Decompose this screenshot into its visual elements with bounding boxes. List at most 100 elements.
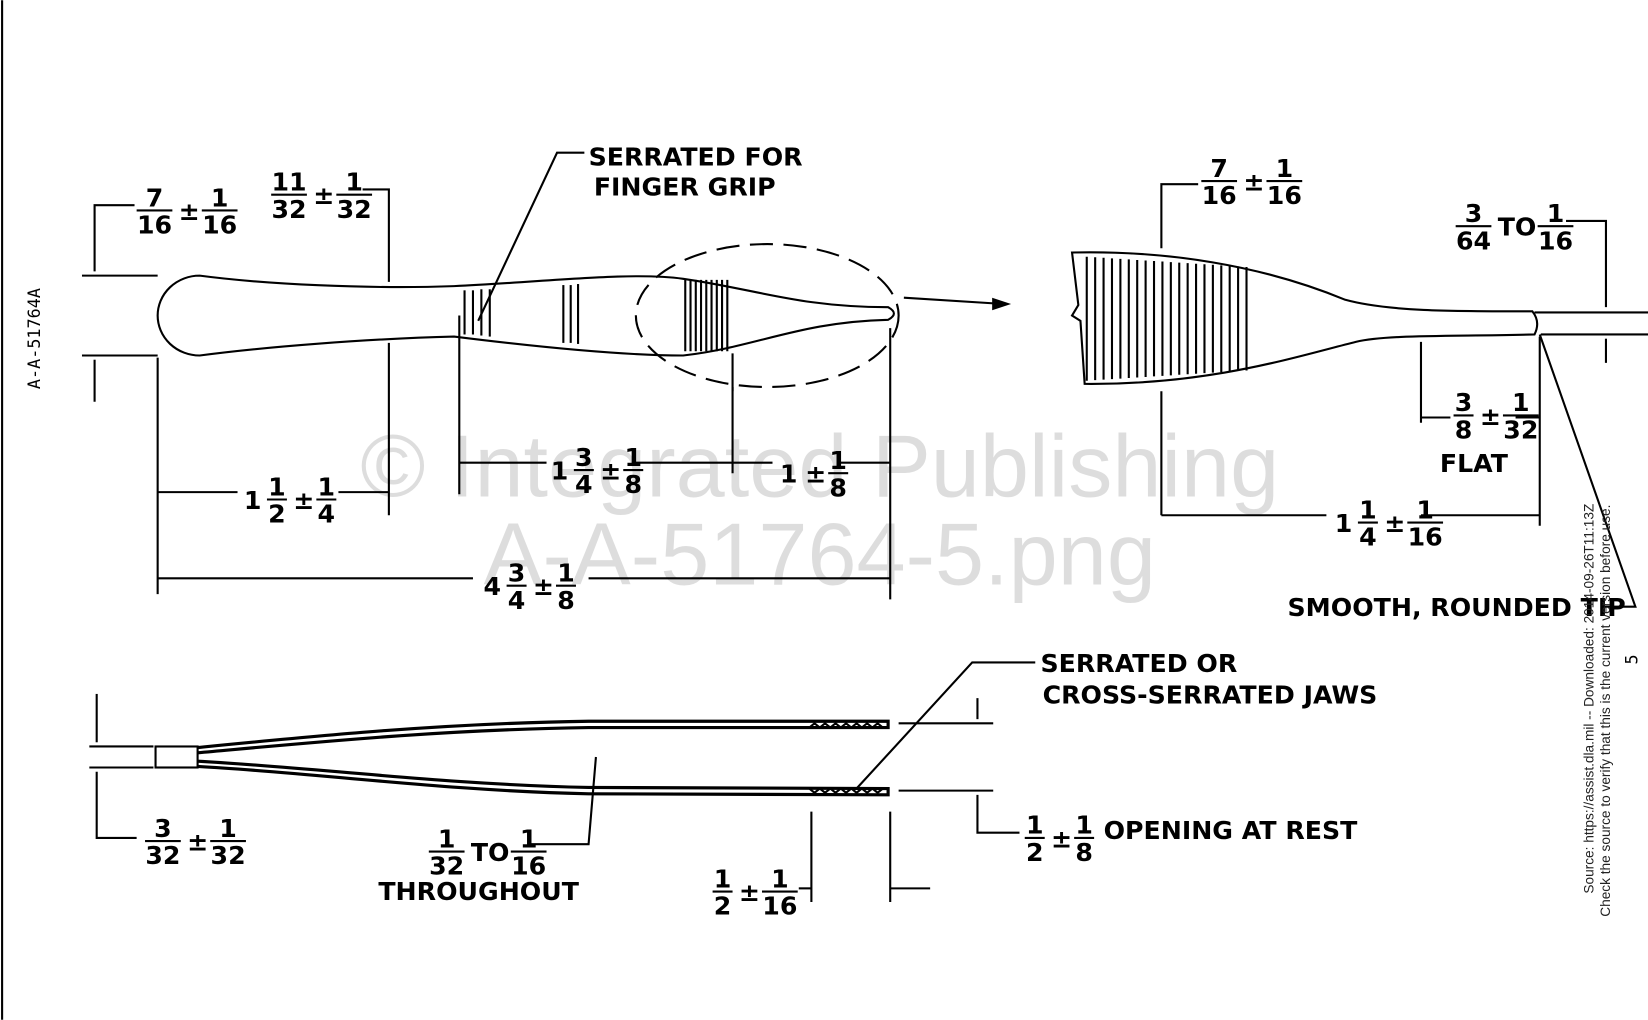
dim-denominator: 4 bbox=[318, 500, 336, 529]
dim-denominator: 16 bbox=[202, 211, 237, 240]
enlarged-jaw-view bbox=[1070, 183, 1648, 608]
dim-denominator: 16 bbox=[1267, 181, 1302, 210]
dim-numerator: 1 bbox=[1512, 388, 1530, 417]
source-note-2: Check the source to verify that this is … bbox=[1598, 505, 1613, 917]
dim-text: ± bbox=[1051, 824, 1072, 853]
watermark-line-1: © Integrated Publishing bbox=[360, 416, 1279, 515]
dim-numerator: 1 bbox=[771, 864, 789, 893]
dim-text: 1 bbox=[780, 460, 798, 489]
note-flat: FLAT bbox=[1440, 449, 1509, 478]
dim-denominator: 2 bbox=[714, 892, 732, 921]
dim-tip-length: 1±18 bbox=[780, 446, 849, 502]
watermark-line-2: A-A-51764-5.png bbox=[484, 505, 1156, 604]
dim-text: 4 bbox=[483, 572, 501, 601]
dim-head-width: 716±116 bbox=[136, 183, 238, 240]
dim-denominator: 64 bbox=[1456, 226, 1491, 255]
dim-numerator: 3 bbox=[1455, 388, 1473, 417]
dim-text: ± bbox=[179, 197, 200, 226]
dim-opening: 12±18 bbox=[1024, 811, 1095, 867]
dim-numerator: 7 bbox=[146, 183, 164, 212]
top-view bbox=[81, 151, 1012, 600]
jaw-serration bbox=[1085, 256, 1248, 381]
dim-denominator: 4 bbox=[1359, 523, 1377, 552]
detail-arrow bbox=[903, 296, 1004, 306]
dim-numerator: 1 bbox=[829, 446, 847, 475]
dim-text: ± bbox=[1243, 167, 1264, 196]
dim-denominator: 16 bbox=[511, 852, 546, 881]
page-number: 5 bbox=[1621, 654, 1641, 664]
dim-denominator: 32 bbox=[211, 841, 246, 870]
dim-denominator: 32 bbox=[429, 852, 464, 881]
dim-numerator: 1 bbox=[438, 824, 456, 853]
dim-denominator: 16 bbox=[1538, 226, 1573, 255]
dim-numerator: 1 bbox=[268, 472, 286, 501]
dim-denominator: 4 bbox=[575, 470, 593, 499]
dim-numerator: 1 bbox=[520, 824, 538, 853]
dim-text: ± bbox=[600, 457, 621, 486]
note-opening: OPENING AT REST bbox=[1104, 816, 1359, 845]
note-finger-grip-2: FINGER GRIP bbox=[594, 173, 776, 202]
note-jaws-2: CROSS-SERRATED JAWS bbox=[1043, 680, 1378, 709]
dim-numerator: 1 bbox=[318, 472, 336, 501]
forceps-outline-top bbox=[156, 274, 895, 357]
dim-text: ± bbox=[1480, 402, 1501, 431]
dim-jaw-width: 716±116 bbox=[1201, 154, 1303, 210]
dim-denominator: 16 bbox=[137, 211, 172, 240]
dim-numerator: 1 bbox=[624, 443, 642, 472]
dim-serration-length: 12±116 bbox=[712, 864, 798, 921]
dim-denominator: 4 bbox=[508, 586, 526, 615]
dim-denominator: 8 bbox=[829, 473, 847, 502]
dim-denominator: 8 bbox=[557, 586, 575, 615]
note-throughout: THROUGHOUT bbox=[378, 877, 579, 906]
dim-text: ± bbox=[739, 878, 760, 907]
dim-numerator: 3 bbox=[154, 814, 172, 843]
dim-text: TO bbox=[1498, 213, 1537, 242]
dim-numerator: 1 bbox=[1026, 811, 1044, 840]
dim-numerator: 1 bbox=[219, 814, 237, 843]
dim-text: 1 bbox=[244, 486, 262, 515]
dim-numerator: 1 bbox=[1416, 495, 1434, 524]
side-view bbox=[89, 661, 1036, 903]
dim-numerator: 1 bbox=[557, 558, 575, 587]
dim-denominator: 8 bbox=[1455, 416, 1473, 445]
dim-text: ± bbox=[1384, 509, 1405, 538]
note-jaws-1: SERRATED OR bbox=[1041, 649, 1238, 678]
dim-denominator: 8 bbox=[1075, 838, 1093, 867]
dim-numerator: 1 bbox=[1359, 495, 1377, 524]
arrowhead bbox=[992, 297, 1012, 311]
finger-grip-serration bbox=[463, 279, 729, 352]
dim-text: ± bbox=[533, 572, 554, 601]
dim-numerator: 1 bbox=[1075, 811, 1093, 840]
dim-numerator: 3 bbox=[575, 443, 593, 472]
dim-numerator: 1 bbox=[1276, 154, 1294, 183]
dim-text: 1 bbox=[1335, 509, 1353, 538]
dim-numerator: 11 bbox=[271, 167, 306, 196]
dim-denominator: 2 bbox=[1026, 838, 1044, 867]
dim-denominator: 32 bbox=[1503, 416, 1538, 445]
dim-denominator: 16 bbox=[762, 892, 797, 921]
dim-text: ± bbox=[187, 828, 208, 857]
dim-denominator: 16 bbox=[1202, 181, 1237, 210]
dim-numerator: 1 bbox=[1547, 199, 1565, 228]
document-id: A-A-51764A bbox=[24, 288, 44, 389]
dim-denominator: 32 bbox=[145, 841, 180, 870]
dim-pivot-thickness: 332±132 bbox=[145, 814, 246, 870]
dim-text: TO bbox=[471, 838, 510, 867]
dim-text: ± bbox=[313, 181, 334, 210]
dim-denominator: 8 bbox=[624, 470, 642, 499]
note-tip: SMOOTH, ROUNDED TIP bbox=[1288, 593, 1626, 622]
dim-numerator: 1 bbox=[211, 183, 229, 212]
dim-numerator: 3 bbox=[508, 558, 526, 587]
dim-flat-length: 38±132 bbox=[1453, 388, 1539, 445]
source-note-1: Source: https://assist.dla.mil -- Downlo… bbox=[1581, 504, 1596, 894]
jaw-outline bbox=[1070, 251, 1539, 385]
